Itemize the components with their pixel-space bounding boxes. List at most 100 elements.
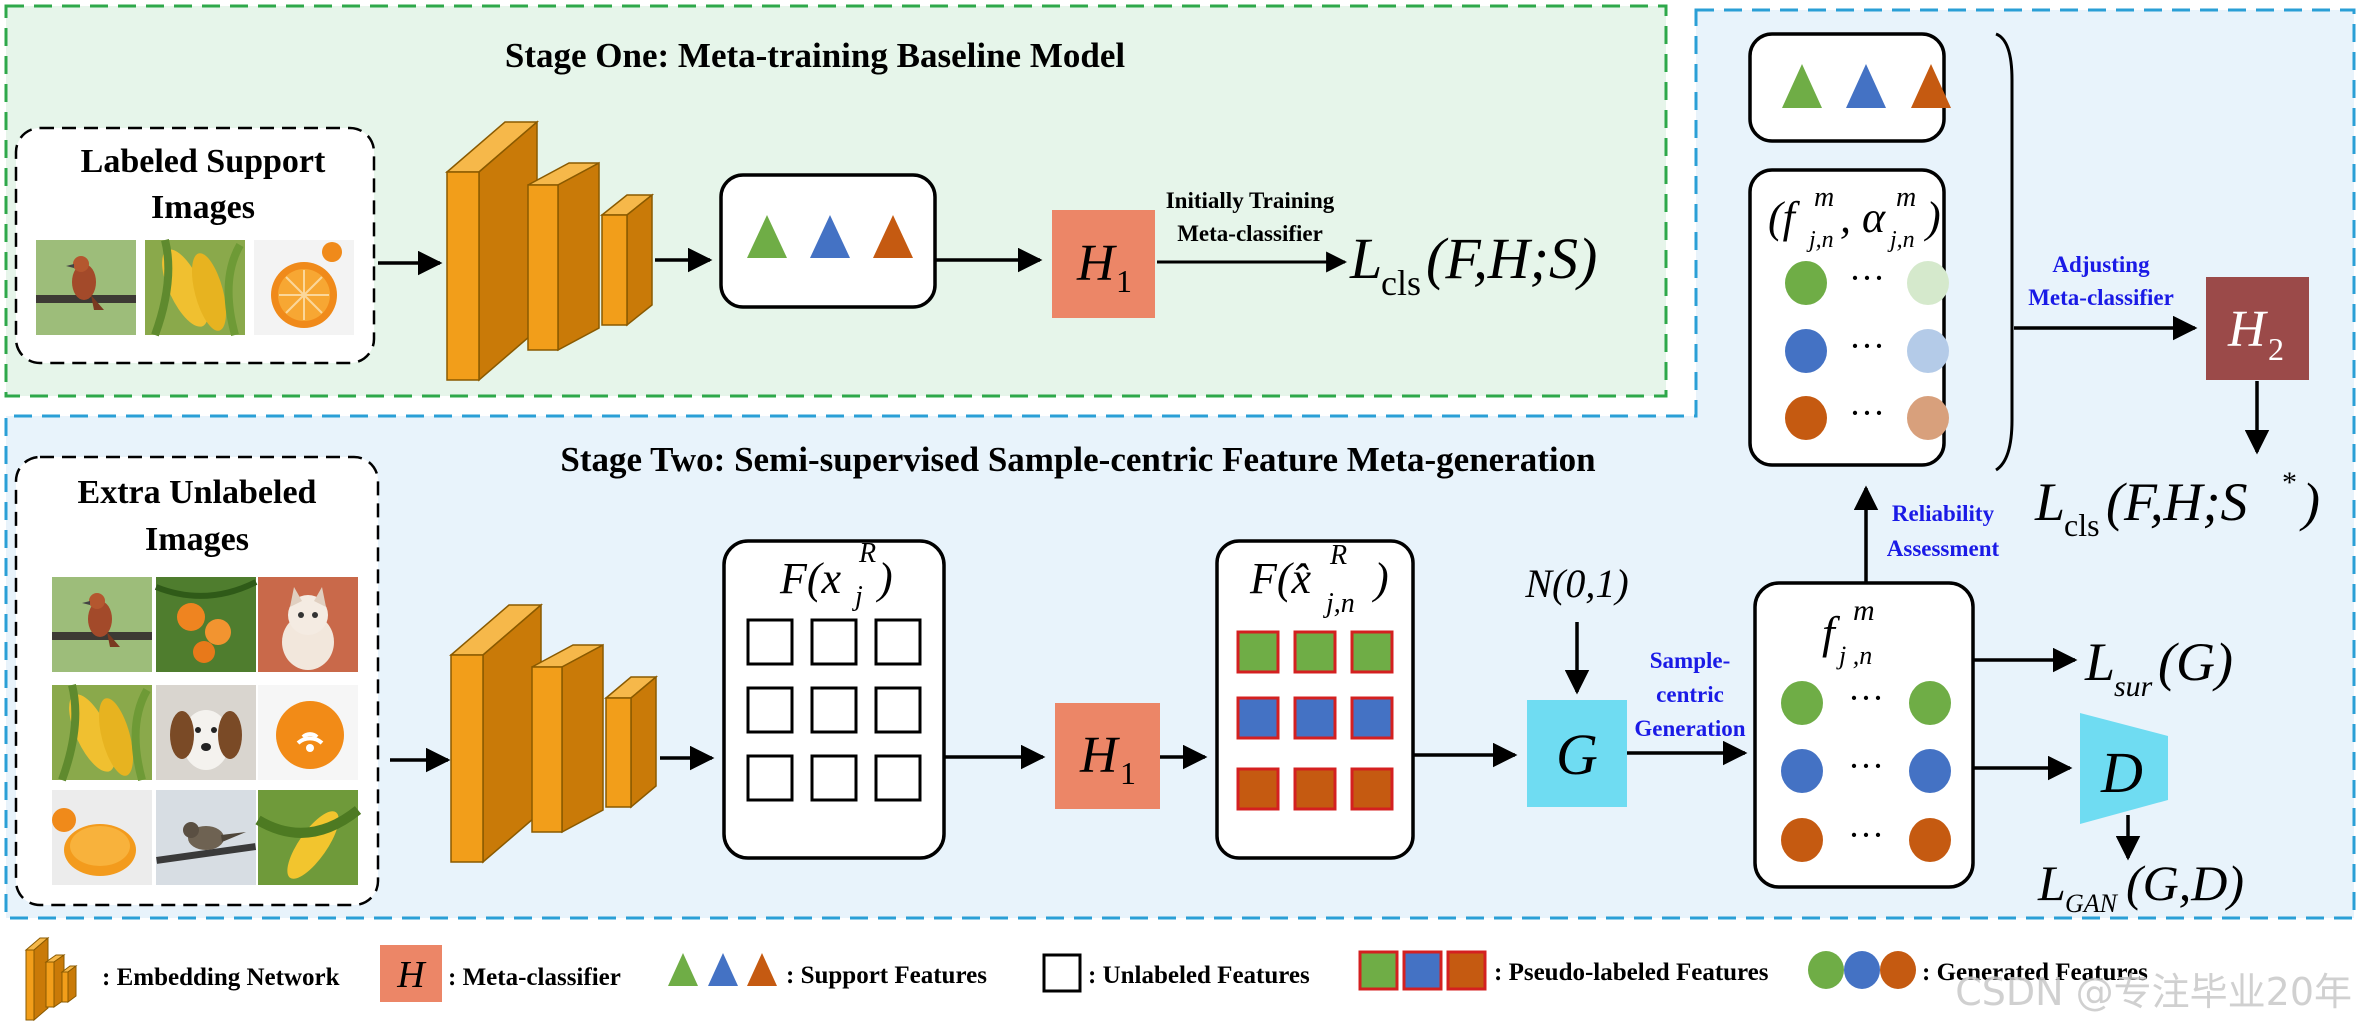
svg-text:L: L xyxy=(2034,472,2065,532)
legend-unlabeled-label: : Unlabeled Features xyxy=(1088,962,1310,989)
generated-features-box xyxy=(1753,581,1975,889)
embedding-network-stage-two xyxy=(448,603,659,864)
h2-symbol: H xyxy=(2227,301,2268,358)
legend-pseudo-label: : Pseudo-labeled Features xyxy=(1494,959,1769,986)
reliable-feature-rows xyxy=(1785,261,1949,440)
svg-text:, α: , α xyxy=(1840,193,1886,242)
unlabeled-image-bird xyxy=(52,577,152,672)
loss-sur: L sur (G) xyxy=(2084,632,2233,703)
initially-training-label-line1: Initially Training xyxy=(1166,188,1335,213)
adjusting-label-line1: Adjusting xyxy=(2052,252,2150,277)
generated-feature-rows xyxy=(1781,681,1951,862)
legend-support-label: : Support Features xyxy=(786,962,987,989)
right-support-features-box xyxy=(1748,32,1946,143)
adjusting-label-line2: Meta-classifier xyxy=(2028,285,2174,310)
stage-two-title: Stage Two: Semi-supervised Sample-centri… xyxy=(560,440,1595,479)
svg-text:L: L xyxy=(1349,226,1382,291)
svg-text:m: m xyxy=(1814,182,1834,213)
svg-text:): ) xyxy=(2299,472,2320,532)
svg-text:sur: sur xyxy=(2114,670,2153,703)
unlabeled-feature-grid xyxy=(746,618,922,802)
discriminator-symbol: D xyxy=(2100,740,2143,805)
support-image-orange xyxy=(253,239,355,336)
generated-dots-row1: ··· xyxy=(1848,678,1884,718)
unlabeled-image-orange xyxy=(256,683,360,782)
legend-pseudo-green xyxy=(1358,950,1399,991)
meta-classifier-h1-stage-two xyxy=(1055,703,1160,809)
svg-text:j,n: j,n xyxy=(1323,588,1355,619)
svg-text:L: L xyxy=(2084,632,2115,692)
svg-text:F(x̂: F(x̂ xyxy=(1249,554,1312,603)
reliable-dots-row2: ··· xyxy=(1849,326,1885,366)
h2-subscript: 2 xyxy=(2268,331,2284,367)
loss-cls-stage-one: L cls (F,H;S) xyxy=(1349,226,1597,303)
extra-unlabeled-label-line2: Images xyxy=(145,521,249,558)
support-image-bird xyxy=(36,240,136,335)
sample-centric-label-line1: Sample- xyxy=(1650,648,1731,673)
legend-embedding-network-icon xyxy=(24,936,78,1022)
unlabeled-image-corn xyxy=(52,685,152,780)
legend-embedding-label: : Embedding Network xyxy=(102,964,340,991)
legend-generated-blue xyxy=(1844,951,1880,989)
unlabeled-image-fruit xyxy=(156,577,256,672)
discriminator-d xyxy=(2080,713,2168,824)
support-feature-green xyxy=(747,215,787,258)
pseudo-feature-grid xyxy=(1236,630,1394,811)
h1-stage-one-symbol: H xyxy=(1076,235,1117,292)
unlabeled-image-bird-2 xyxy=(156,790,257,885)
svg-text:F(x: F(x xyxy=(779,554,842,603)
generated-dots-row2: ··· xyxy=(1848,746,1884,786)
support-image-corn xyxy=(145,240,245,335)
legend-generated-green xyxy=(1808,951,1844,989)
legend-support-green xyxy=(668,953,698,986)
svg-text:*: * xyxy=(2282,466,2297,499)
reliability-label-line2: Assessment xyxy=(1887,536,2000,561)
legend-generated-orange xyxy=(1880,951,1916,989)
loss-cls-final: L cls (F,H;S * ) xyxy=(2034,466,2320,543)
svg-text:L: L xyxy=(2037,855,2066,911)
legend-meta-label: : Meta-classifier xyxy=(448,964,621,991)
svg-text:j,n: j,n xyxy=(1806,227,1834,253)
unlabeled-image-dog xyxy=(156,685,256,780)
legend-support-orange xyxy=(747,953,777,986)
svg-text:R: R xyxy=(1329,540,1347,571)
svg-text:): ) xyxy=(875,554,893,603)
h1-stage-two-symbol: H xyxy=(1079,727,1120,784)
h1-stage-two-subscript: 1 xyxy=(1120,755,1136,791)
unlabeled-image-corn-2 xyxy=(258,790,358,886)
watermark: CSDN @专注毕业20年 xyxy=(1955,970,2352,1014)
legend-support-blue xyxy=(708,953,738,986)
svg-text:j: j xyxy=(852,581,863,612)
loss-gan: L GAN (G,D) xyxy=(2037,855,2244,918)
legend-meta-classifier-swatch xyxy=(380,945,442,1002)
svg-text:cls: cls xyxy=(2064,507,2100,543)
reliability-label-line1: Reliability xyxy=(1892,501,1995,526)
reliable-dots-row3: ··· xyxy=(1849,393,1885,433)
pseudo-features-title: F(x̂ R j,n ) xyxy=(1249,540,1389,619)
legend-meta-symbol: H xyxy=(396,954,427,996)
meta-classifier-h1-stage-one xyxy=(1052,210,1155,318)
legend-pseudo-blue xyxy=(1402,950,1443,991)
embedding-network-stage-one xyxy=(444,120,655,382)
grouping-brace xyxy=(1995,32,2014,472)
svg-text:GAN: GAN xyxy=(2065,889,2119,918)
svg-text:(F,H;S): (F,H;S) xyxy=(1426,226,1597,291)
labeled-support-label-line2: Images xyxy=(151,189,255,226)
svg-text:(G): (G) xyxy=(2158,632,2233,692)
h1-stage-one-subscript: 1 xyxy=(1116,263,1132,299)
noise-label: N(0,1) xyxy=(1524,561,1628,606)
svg-text:R: R xyxy=(858,538,876,569)
right-support-feature-green xyxy=(1782,64,1822,108)
extra-unlabeled-label-line1: Extra Unlabeled xyxy=(78,474,317,511)
svg-text:): ) xyxy=(1371,554,1389,603)
svg-text:(G,D): (G,D) xyxy=(2126,855,2244,911)
generator-g xyxy=(1527,700,1627,807)
right-support-feature-blue xyxy=(1846,64,1886,108)
svg-text:j ,n: j ,n xyxy=(1836,641,1872,670)
stage-one-title: Stage One: Meta-training Baseline Model xyxy=(505,36,1125,75)
right-support-feature-orange xyxy=(1911,64,1951,108)
reliable-dots-row1: ··· xyxy=(1849,258,1885,298)
support-feature-orange xyxy=(873,215,913,258)
labeled-support-label-line1: Labeled Support xyxy=(81,143,326,180)
